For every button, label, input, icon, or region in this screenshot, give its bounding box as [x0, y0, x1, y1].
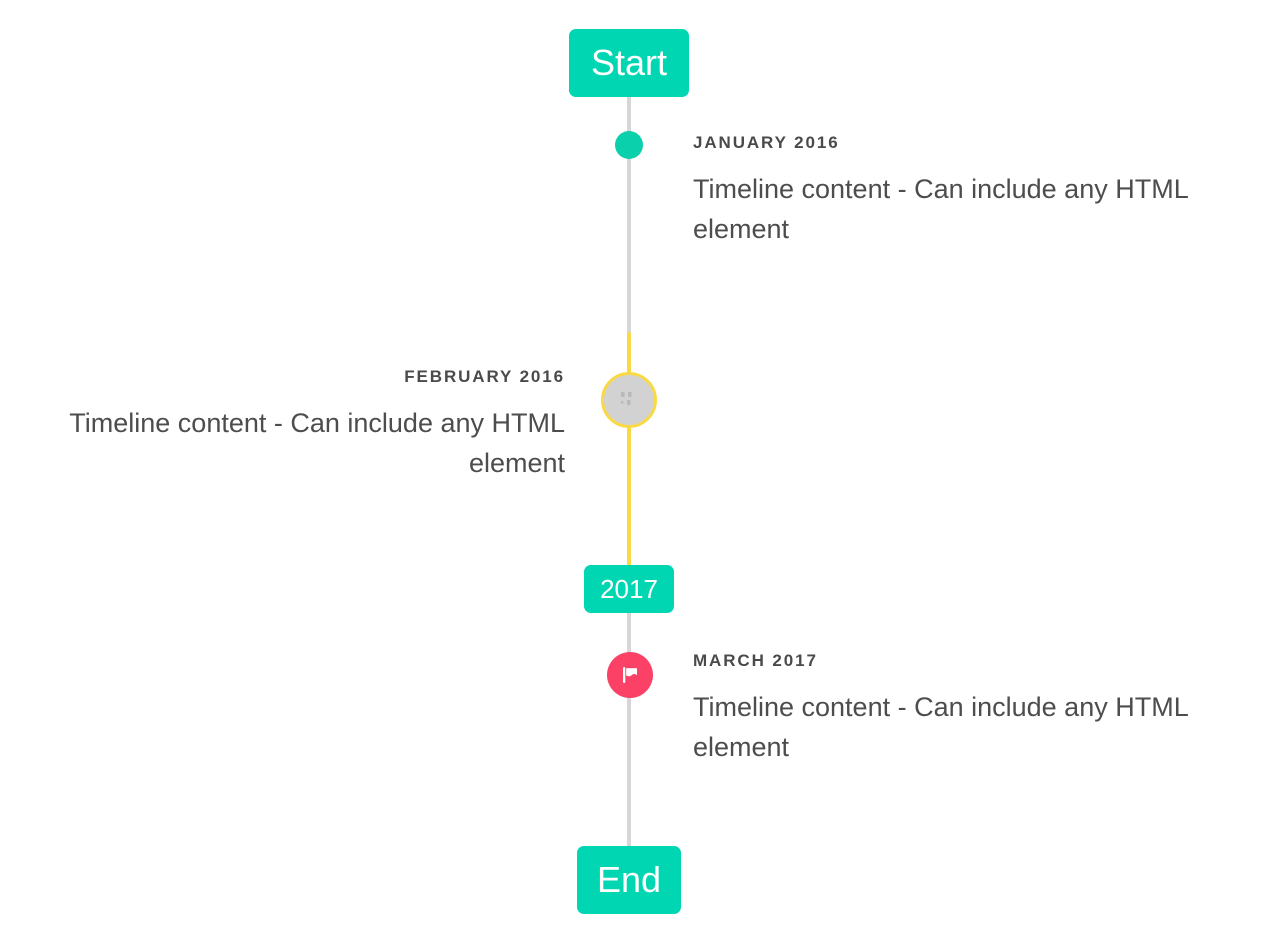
- flag-icon: [623, 667, 637, 683]
- timeline-entry-body: Timeline content - Can include any HTML …: [693, 692, 1188, 762]
- timeline-start-badge[interactable]: Start: [569, 29, 689, 97]
- timeline-line-segment-upper: [627, 94, 631, 334]
- timeline-entry-date: March 2017: [693, 651, 818, 670]
- timeline-marker-flag[interactable]: [607, 652, 653, 698]
- timeline-marker-image-placeholder[interactable]: [601, 372, 657, 428]
- timeline-entry-march: March 2017 Timeline content - Can includ…: [693, 651, 1223, 767]
- timeline-entry-date: January 2016: [693, 133, 840, 152]
- timeline-entry-date: February 2016: [404, 367, 565, 386]
- timeline-entry-body: Timeline content - Can include any HTML …: [69, 408, 565, 478]
- timeline-line-segment-lower: [627, 612, 631, 852]
- timeline-line-segment-highlighted: [627, 332, 631, 568]
- timeline-marker-dot-icon[interactable]: [615, 131, 643, 159]
- timeline-entry-february: February 2016 Timeline content - Can inc…: [35, 367, 565, 483]
- timeline-entry-body: Timeline content - Can include any HTML …: [693, 174, 1188, 244]
- timeline-entry-january: January 2016 Timeline content - Can incl…: [693, 133, 1223, 249]
- timeline-end-badge[interactable]: End: [577, 846, 681, 914]
- timeline-year-badge[interactable]: 2017: [584, 565, 674, 613]
- broken-image-icon: [621, 392, 632, 405]
